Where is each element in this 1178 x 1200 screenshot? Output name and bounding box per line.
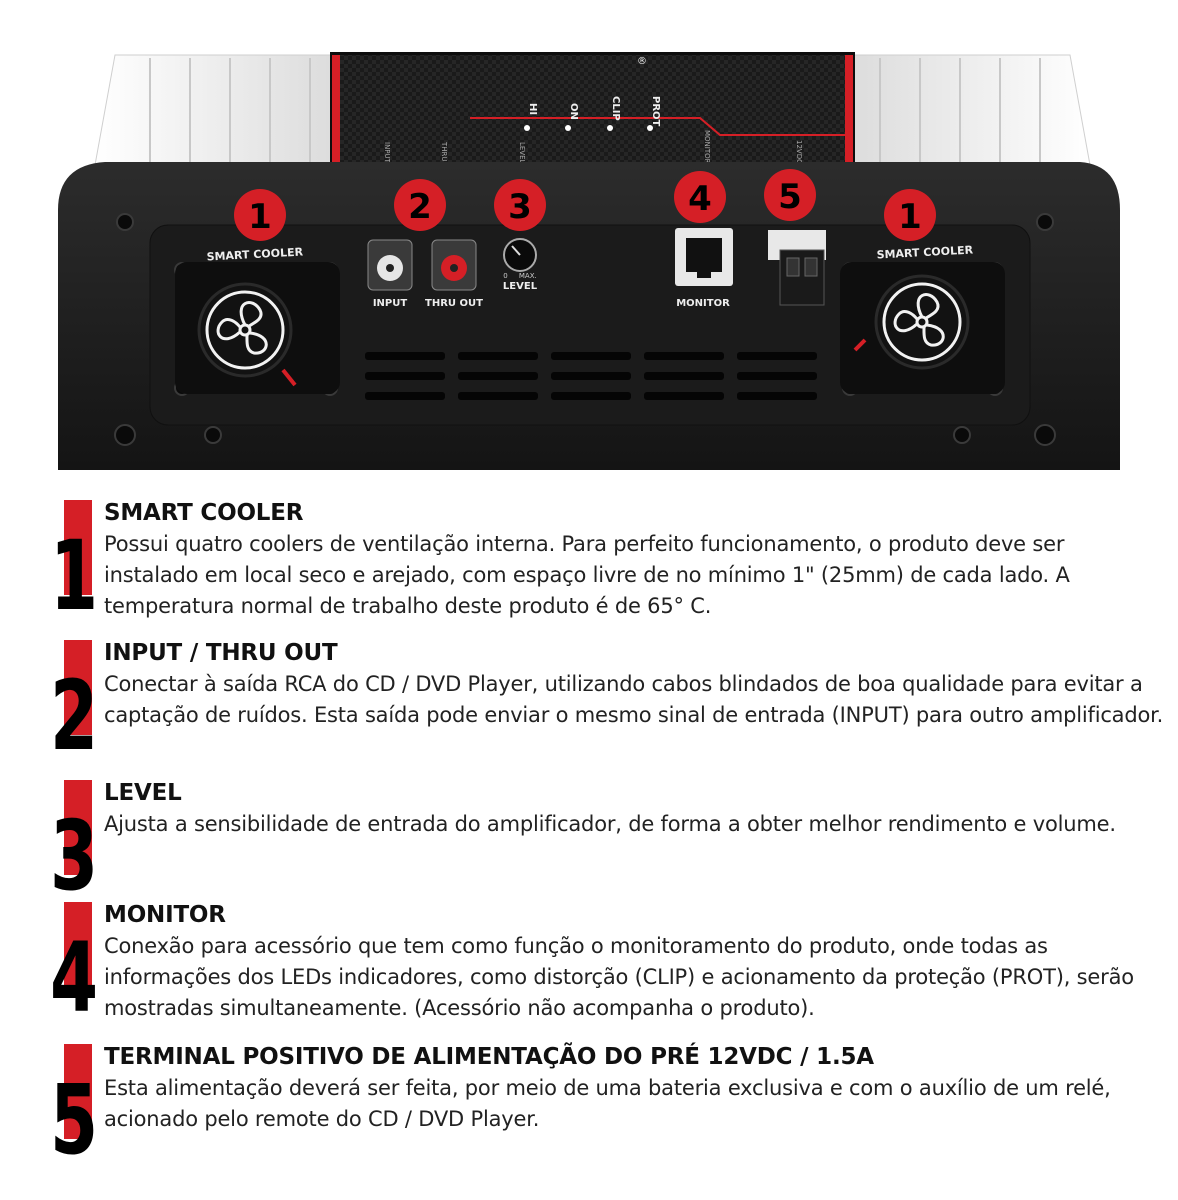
callout-5: 5: [764, 169, 816, 221]
right-cooler-label: SMART COOLER: [876, 243, 974, 261]
led-on: [565, 125, 571, 131]
callout-number: 1: [898, 197, 922, 237]
feature-number: 3: [50, 800, 99, 912]
vent-slots: [365, 352, 817, 400]
callout-number: 3: [508, 187, 532, 227]
input-jack-label: INPUT: [373, 298, 408, 309]
callout-number: 1: [248, 197, 272, 237]
feature-accent-bar: [64, 902, 92, 997]
rca-input-jack: [367, 239, 413, 291]
feature-title: TERMINAL POSITIVO DE ALIMENTAÇÃO DO PRÉ …: [104, 1044, 874, 1070]
top-label-12vdc: 12VDC: [795, 140, 803, 164]
feature-description: Possui quatro coolers de ventilação inte…: [104, 532, 1070, 618]
level-knob: [503, 238, 537, 272]
callout-number: 5: [778, 177, 802, 217]
feature-title: SMART COOLER: [104, 500, 304, 526]
fan-icon: [205, 290, 285, 370]
top-label-input: INPUT: [383, 142, 391, 164]
feature-description: Conexão para acessório que tem como funç…: [104, 934, 1134, 1020]
feature-smart-cooler: 1 SMART COOLER Possui quatro coolers de …: [50, 500, 1160, 625]
feature-description: Esta alimentação deverá ser feita, por m…: [104, 1076, 1111, 1131]
feature-number: 2: [50, 660, 99, 772]
led-clip: [607, 125, 613, 131]
feature-power-terminal: 5 TERMINAL POSITIVO DE ALIMENTAÇÃO DO PR…: [50, 1044, 1160, 1168]
carbon-top-cover: ®: [330, 52, 855, 170]
callout-1-left: 1: [234, 189, 286, 241]
led-indicators: PROT CLIP ON HI: [524, 96, 661, 131]
monitor-port-label: MONITOR: [676, 298, 730, 309]
level-knob-label: LEVEL: [503, 281, 538, 292]
left-cooler-label: SMART COOLER: [206, 245, 304, 263]
thru-out-jack-label: THRU OUT: [425, 298, 483, 309]
led-hi: [524, 125, 530, 131]
feature-accent-bar: [64, 780, 92, 875]
feature-title: MONITOR: [104, 902, 226, 928]
right-smart-cooler: [840, 262, 1005, 394]
fan-icon: [882, 282, 962, 362]
feature-accent-bar: [64, 1044, 92, 1139]
top-label-thru-out: THRU OUT: [440, 141, 448, 179]
feature-level: 3 LEVEL Ajusta a sensibilidade de entrad…: [50, 780, 1160, 904]
callout-1-right: 1: [884, 189, 936, 241]
callout-2: 2: [394, 179, 446, 231]
registered-mark: ®: [637, 56, 647, 67]
feature-input-thru-out: 2 INPUT / THRU OUT Conectar à saída RCA …: [50, 640, 1163, 772]
led-label-clip: CLIP: [610, 96, 621, 121]
led-label-hi: HI: [527, 103, 538, 115]
feature-description: Conectar à saída RCA do CD / DVD Player,…: [104, 672, 1164, 727]
led-label-on: ON: [568, 103, 579, 120]
feature-description: Ajusta a sensibilidade de entrada do amp…: [104, 812, 1116, 836]
level-scale-label: 0 MAX.: [503, 272, 536, 280]
feature-title: INPUT / THRU OUT: [104, 640, 338, 666]
callout-3: 3: [494, 179, 546, 231]
power-terminal-12vdc: [768, 230, 826, 306]
callout-4: 4: [674, 171, 726, 223]
left-smart-cooler: [175, 262, 340, 394]
top-label-level: LEVEL: [518, 142, 526, 164]
callout-number: 2: [408, 187, 432, 227]
feature-number: 4: [50, 922, 99, 1034]
led-prot: [647, 125, 653, 131]
feature-monitor: 4 MONITOR Conexão para acessório que tem…: [50, 902, 1160, 1027]
top-label-monitor: MONITOR: [703, 130, 711, 164]
monitor-port: [675, 228, 733, 286]
feature-title: LEVEL: [104, 780, 182, 806]
amplifier-front-panel-image: ® PROT CLIP ON HI INPUT THRU OUT LEVEL M…: [58, 52, 1120, 470]
top-port-labels: INPUT THRU OUT LEVEL MONITOR 12VDC: [383, 130, 803, 179]
feature-number: 1: [50, 520, 99, 632]
feature-number: 5: [50, 1064, 99, 1176]
led-label-prot: PROT: [650, 96, 661, 127]
feature-accent-bar: [64, 500, 92, 595]
rca-thru-out-jack: [431, 239, 477, 291]
callout-number: 4: [688, 179, 712, 219]
feature-accent-bar: [64, 640, 92, 735]
